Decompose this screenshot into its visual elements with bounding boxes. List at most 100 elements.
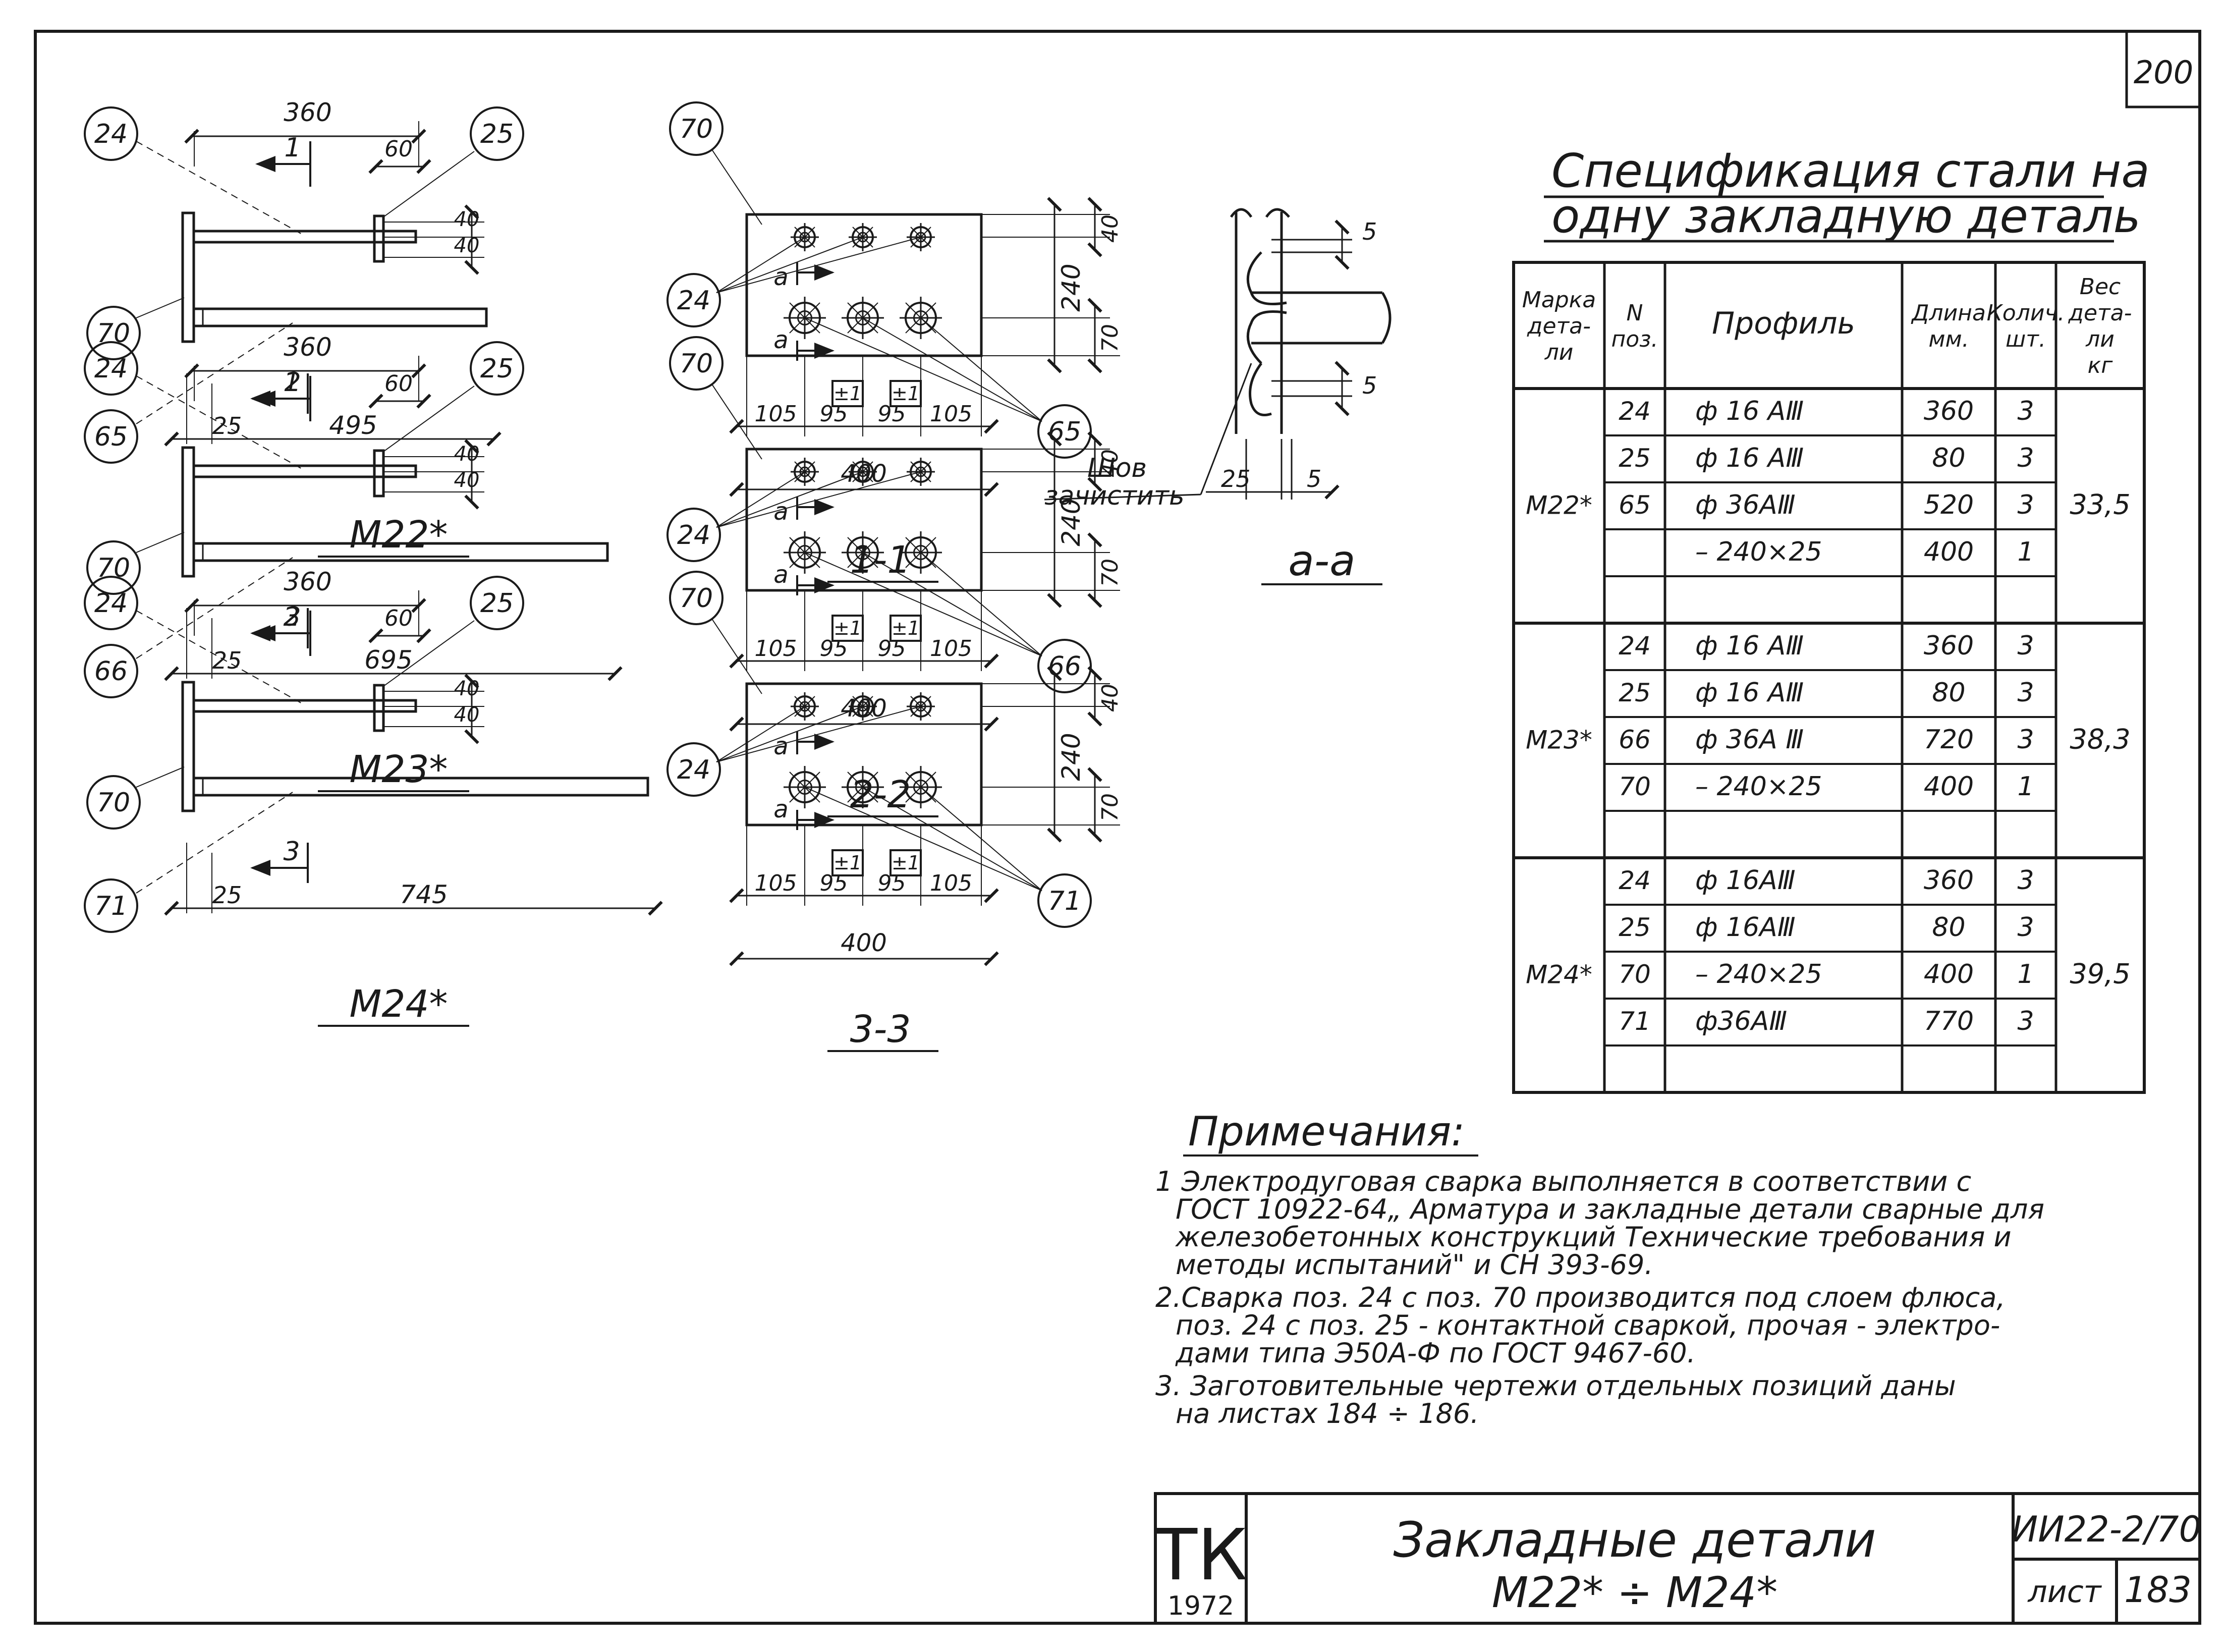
section-pos-large-number: 66 [1048, 651, 1081, 682]
cut-mark-upper: а [773, 732, 788, 760]
spec-pos: 65 [1619, 490, 1651, 520]
header-mark: Марка [1522, 287, 1596, 313]
detail-a-a-label: а-а [1288, 536, 1355, 585]
header-weight: кг [2088, 353, 2113, 378]
pos-bar-number: 65 [94, 422, 128, 452]
section-total-dim: 400 [841, 460, 887, 488]
section-pos-plate-number: 70 [680, 114, 713, 144]
header-mark: детa- [1527, 313, 1591, 339]
section-label: 3-3 [850, 1008, 911, 1051]
header-mark: ли [1544, 340, 1574, 365]
spec-qty: 3 [2017, 443, 2034, 473]
header-length: мм. [1928, 326, 1969, 352]
len-total-dim: 495 [329, 411, 377, 440]
spec-length: 400 [1924, 959, 1974, 989]
spec-qty: 1 [2017, 959, 2034, 989]
sheet-frame [34, 30, 2201, 1625]
spec-profile: – 240×25 [1695, 959, 1822, 989]
spec-profile: ф 16 АⅢ [1695, 443, 1804, 473]
pos-top-left: 24 [84, 341, 138, 396]
dim-a: 40 [454, 443, 480, 466]
spec-qty: 3 [2017, 912, 2034, 943]
pos-top-left-number: 24 [94, 354, 128, 384]
header-length: Длина [1911, 300, 1986, 326]
section-width-dim: 105 [755, 870, 797, 896]
view-label: М24* [349, 982, 448, 1026]
weld-dim-bottom: 5 [1362, 372, 1377, 399]
section-height-dim: 240 [1056, 263, 1086, 311]
notes: Примечания: 1 Электродуговая сварка выпо… [1155, 1108, 2044, 1429]
section-width-dim: 105 [930, 636, 972, 662]
note-line: дами типа Э50А-Ф по ГОСТ 9467-60. [1175, 1337, 1696, 1369]
spec-weight: 38,3 [2070, 724, 2130, 755]
dim-b: 40 [454, 703, 480, 727]
spec-qty: 3 [2017, 678, 2034, 708]
stamp: ТК [1154, 1514, 1248, 1596]
title-block: ТК 1972 Закладные детали М22* ÷ М24* ИИ2… [1154, 1492, 2201, 1625]
section-pos-large-number: 71 [1048, 886, 1081, 916]
section-dim-bottom: 70 [1097, 793, 1123, 821]
header-qty: шт. [2006, 326, 2046, 352]
pos-top-right: 25 [470, 341, 524, 396]
header-pos: поз. [1611, 326, 1658, 352]
section-width-dim: 105 [930, 401, 972, 427]
section-no-top: 1 [284, 133, 301, 163]
spec-pos: 70 [1619, 960, 1651, 989]
spec-length: 770 [1924, 1006, 1974, 1036]
note-line: ГОСТ 10922-64„ Арматура и закладные дета… [1176, 1193, 2044, 1225]
spec-pos: 25 [1619, 913, 1651, 942]
section-pos-small-number: 24 [677, 286, 710, 316]
drawing-title-line2: М22* ÷ М24* [1492, 1568, 1778, 1617]
section-dim-top: 40 [1097, 214, 1123, 243]
header-weight: ли [2085, 326, 2115, 352]
spec-qty: 3 [2017, 1006, 2034, 1036]
tolerance-2: ±1 [892, 617, 920, 639]
stud-len-dim: 60 [384, 136, 413, 162]
pos-top-right-number: 25 [480, 354, 514, 384]
section-pos-small: 24 [666, 508, 721, 562]
dim-b: 40 [454, 234, 480, 257]
spec-length: 80 [1932, 912, 1965, 943]
len-start-dim: 25 [212, 412, 242, 439]
cut-mark-lower: а [773, 561, 788, 589]
notes-title: Примечания: [1188, 1108, 1465, 1155]
section-no-top: 2 [284, 367, 301, 398]
section-width-dim: 105 [755, 401, 797, 427]
spec-qty: 1 [2017, 537, 2034, 567]
dim-a: 40 [454, 208, 480, 231]
pos-plate: 70 [86, 775, 141, 830]
section-width-dim: 105 [930, 870, 972, 896]
tolerance-1: ±1 [833, 617, 862, 639]
weld-dim-top: 5 [1362, 218, 1377, 245]
spec-length: 80 [1932, 443, 1965, 473]
header-profile: Профиль [1712, 306, 1855, 341]
pos-bar-number: 71 [94, 891, 128, 921]
len-top-dim: 360 [284, 567, 331, 596]
detail-a-a: 5 5 Шов зачистить 25 5 а-а [1044, 208, 1392, 585]
sheet-number: 200 [2134, 54, 2193, 91]
section-pos-small-number: 24 [677, 755, 710, 785]
section-no-bottom: 3 [283, 837, 300, 867]
spec-profile: – 240×25 [1695, 772, 1822, 802]
spec-qty: 3 [2017, 631, 2034, 661]
section-pos-large: 65 [1037, 404, 1092, 459]
len-total-dim: 745 [400, 880, 448, 909]
pos-top-left: 24 [84, 576, 138, 630]
section-dim-bottom: 70 [1097, 324, 1123, 352]
spec-length: 360 [1924, 396, 1974, 426]
view-label: М23* [349, 748, 448, 791]
header-weight: Вес [2080, 274, 2121, 300]
section-dim-top: 40 [1097, 684, 1123, 712]
spec-pos: 24 [1619, 866, 1651, 895]
spec-length: 720 [1924, 725, 1974, 755]
section-width-dim: 95 [820, 401, 848, 427]
section-pos-plate: 70 [669, 101, 724, 156]
tolerance-1: ±1 [833, 382, 862, 405]
